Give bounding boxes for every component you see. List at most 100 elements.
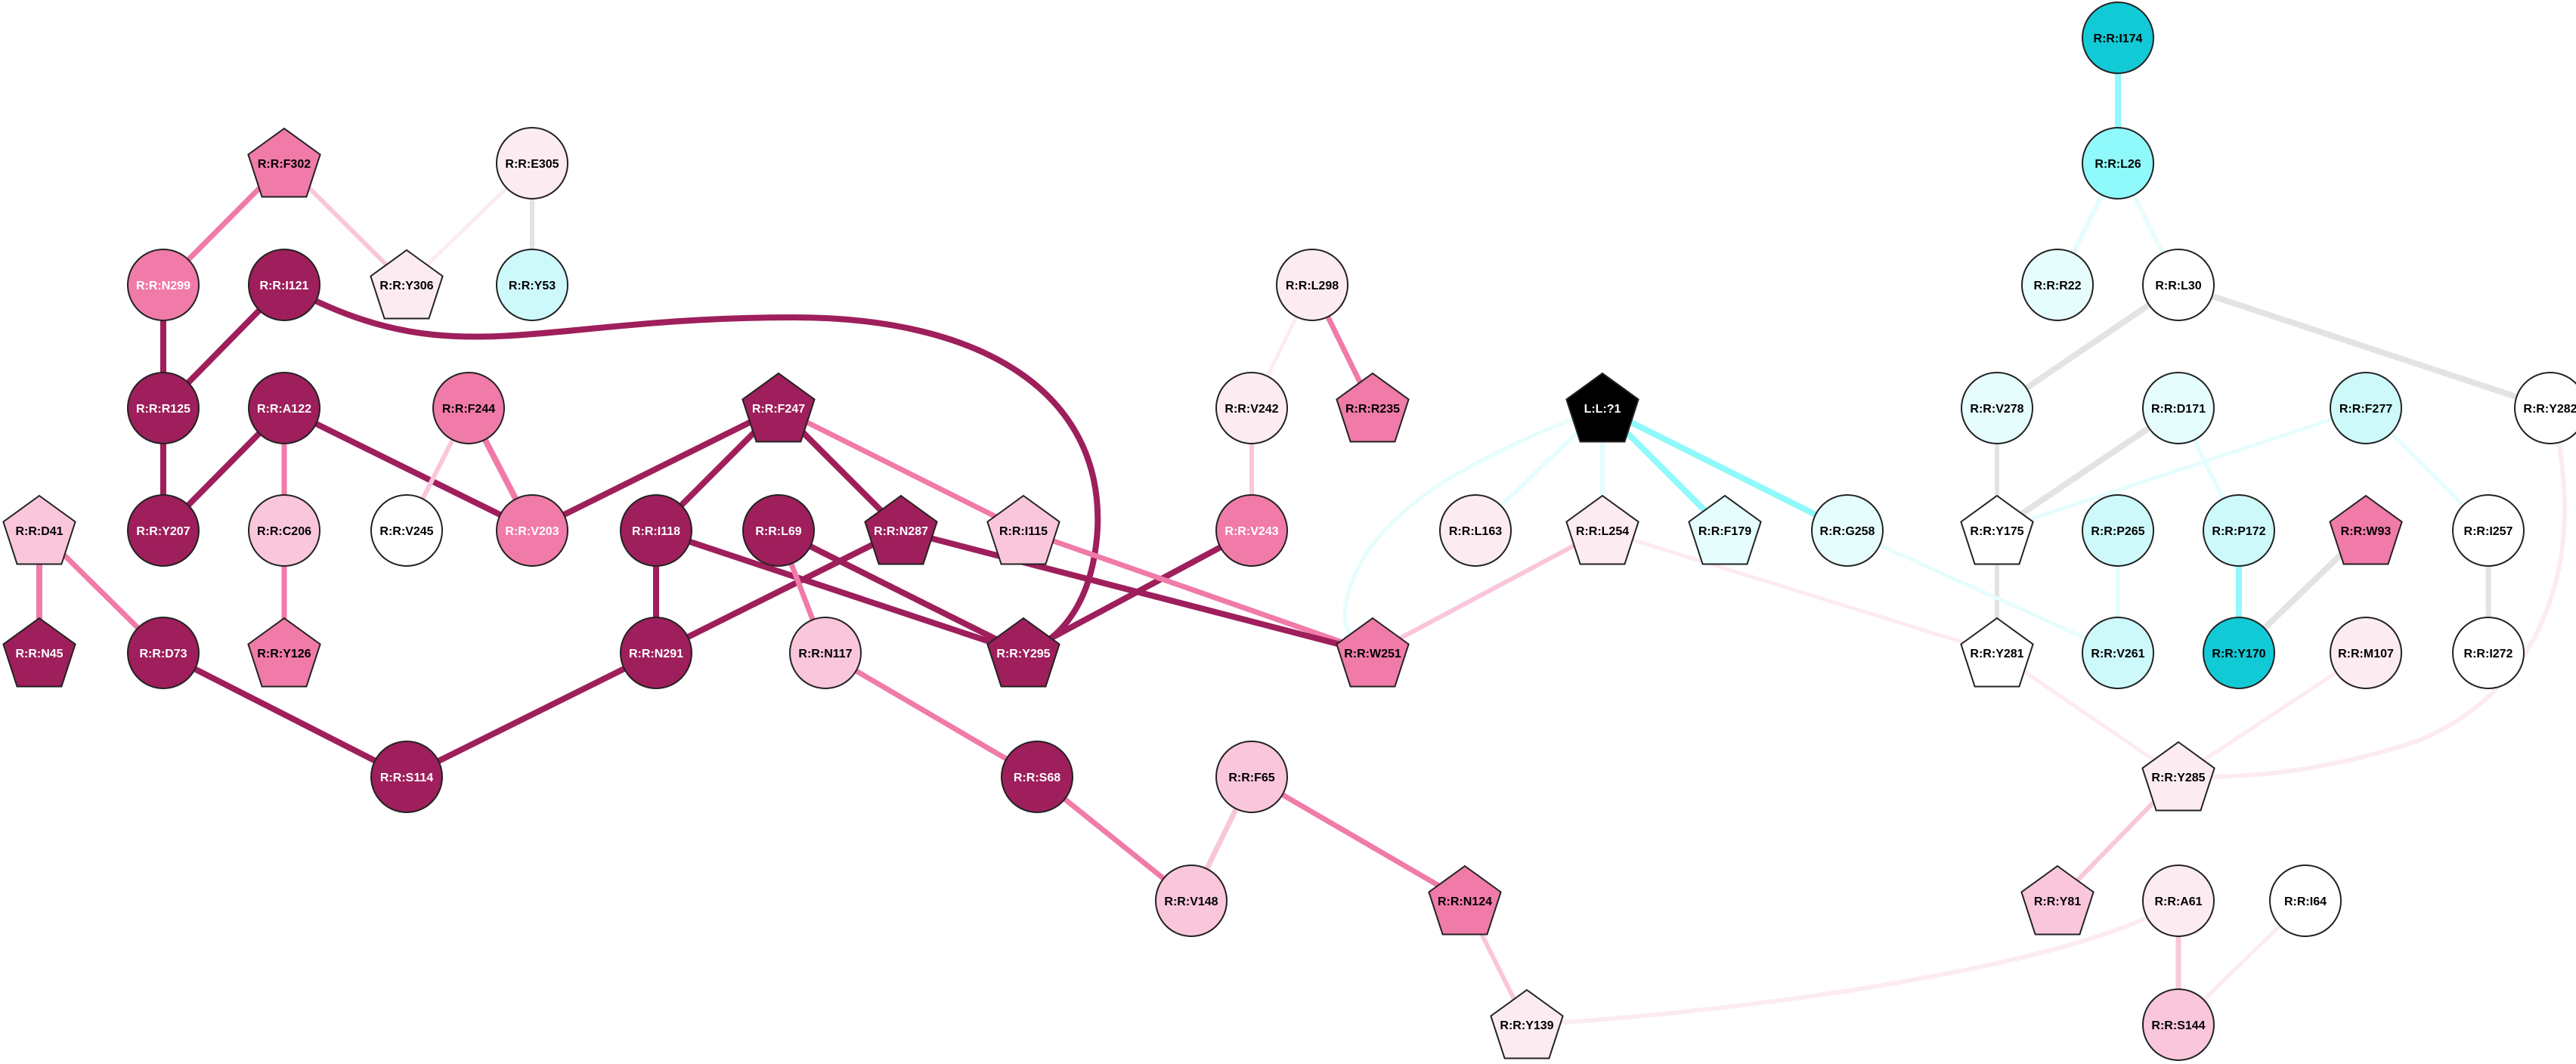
residue-node-I118[interactable]: R:R:I118 [620,494,692,567]
residue-node-E305[interactable]: R:R:E305 [496,127,568,200]
node-label: R:R:N299 [136,280,190,292]
residue-node-V242[interactable]: R:R:V242 [1215,372,1288,444]
node-pentagon [986,617,1060,688]
residue-node-N124[interactable]: R:R:N124 [1428,865,1502,936]
residue-node-V243[interactable]: R:R:V243 [1215,494,1288,567]
residue-node-V203[interactable]: R:R:V203 [496,494,568,567]
node-circle [2142,988,2215,1061]
residue-node-S144[interactable]: R:R:S144 [2142,988,2215,1061]
residue-node-G258[interactable]: R:R:G258 [1811,494,1884,567]
node-pentagon [247,617,321,688]
node-label: R:R:N45 [15,648,63,660]
residue-node-Y207[interactable]: R:R:Y207 [127,494,200,567]
residue-node-M107[interactable]: R:R:M107 [2330,617,2402,689]
edge-D171-Y175 [1994,405,2181,534]
residue-node-I174[interactable]: R:R:I174 [2082,2,2154,74]
residue-node-Y81[interactable]: R:R:Y81 [2020,865,2095,936]
node-circle [496,494,568,567]
residue-node-L298[interactable]: R:R:L298 [1276,249,1348,321]
residue-node-D73[interactable]: R:R:D73 [127,617,200,689]
residue-node-Y295[interactable]: R:R:Y295 [986,617,1060,688]
node-circle [2082,494,2154,567]
node-circle [789,617,862,689]
residue-node-F247[interactable]: R:R:F247 [742,372,816,443]
node-circle [1215,372,1288,444]
node-pentagon [864,494,938,565]
residue-node-V245[interactable]: R:R:V245 [370,494,443,567]
edge-Y281-Y285 [1995,651,2181,779]
residue-node-L1[interactable]: L:L:?1 [1565,372,1639,443]
residue-node-Y139[interactable]: R:R:Y139 [1490,988,1564,1059]
residue-node-F277[interactable]: R:R:F277 [2330,372,2402,444]
residue-node-V278[interactable]: R:R:V278 [1961,372,2033,444]
residue-node-F302[interactable]: R:R:F302 [247,127,321,198]
edge-F277-Y175 [1995,406,2368,533]
residue-node-I272[interactable]: R:R:I272 [2452,617,2525,689]
residue-node-S114[interactable]: R:R:S114 [370,741,443,813]
node-circle [1961,372,2033,444]
residue-node-A122[interactable]: R:R:A122 [248,372,320,444]
residue-node-L30[interactable]: R:R:L30 [2142,249,2215,321]
node-label: R:R:R235 [1345,403,1400,416]
node-label: R:R:W251 [1344,648,1401,660]
residue-node-Y282[interactable]: R:R:Y282 [2514,372,2576,444]
residue-node-N117[interactable]: R:R:N117 [789,617,862,689]
residue-node-I257[interactable]: R:R:I257 [2452,494,2525,567]
node-circle [2203,617,2275,689]
node-label: R:R:N287 [874,525,928,538]
node-label: R:R:I121 [260,280,309,292]
residue-node-Y281[interactable]: R:R:Y281 [1960,617,2034,688]
residue-node-Y175[interactable]: R:R:Y175 [1960,494,2034,565]
node-circle [2452,617,2525,689]
residue-node-L163[interactable]: R:R:L163 [1439,494,1512,567]
residue-node-Y170[interactable]: R:R:Y170 [2203,617,2275,689]
residue-node-C206[interactable]: R:R:C206 [248,494,320,567]
node-label: R:R:S114 [380,772,433,784]
node-label: R:R:L26 [2095,158,2141,171]
edge-L254-W251 [1370,528,1605,655]
residue-node-D41[interactable]: R:R:D41 [2,494,76,565]
residue-node-A61[interactable]: R:R:A61 [2142,865,2215,937]
residue-node-L26[interactable]: R:R:L26 [2082,127,2154,200]
residue-node-N299[interactable]: R:R:N299 [127,249,200,321]
residue-node-S68[interactable]: R:R:S68 [1001,741,1073,813]
residue-node-Y126[interactable]: R:R:Y126 [247,617,321,688]
residue-node-Y306[interactable]: R:R:Y306 [370,249,444,320]
residue-node-I64[interactable]: R:R:I64 [2269,865,2342,937]
node-circle [620,617,692,689]
residue-node-N287[interactable]: R:R:N287 [864,494,938,565]
residue-node-F244[interactable]: R:R:F244 [432,372,505,444]
node-label: R:R:Y81 [2034,895,2081,908]
residue-node-W93[interactable]: R:R:W93 [2329,494,2403,565]
residue-node-F65[interactable]: R:R:F65 [1215,741,1288,813]
node-circle [432,372,505,444]
residue-node-N45[interactable]: R:R:N45 [2,617,76,688]
residue-node-R22[interactable]: R:R:R22 [2021,249,2094,321]
residue-node-N291[interactable]: R:R:N291 [620,617,692,689]
residue-node-W251[interactable]: R:R:W251 [1336,617,1410,688]
residue-node-F179[interactable]: R:R:F179 [1688,494,1762,565]
residue-node-L254[interactable]: R:R:L254 [1565,494,1639,565]
node-circle [1811,494,1884,567]
residue-node-R235[interactable]: R:R:R235 [1336,372,1410,443]
node-pentagon [1490,988,1564,1059]
node-label: R:R:L69 [755,525,801,538]
node-circle [2021,249,2094,321]
residue-node-P265[interactable]: R:R:P265 [2082,494,2154,567]
residue-node-Y53[interactable]: R:R:Y53 [496,249,568,321]
residue-node-P172[interactable]: R:R:P172 [2203,494,2275,567]
node-label: R:R:V243 [1225,525,1278,538]
residue-node-R125[interactable]: R:R:R125 [127,372,200,444]
residue-node-I121[interactable]: R:R:I121 [248,249,320,321]
residue-node-I115[interactable]: R:R:I115 [986,494,1060,565]
node-label: R:R:A61 [2154,895,2202,908]
residue-node-Y285[interactable]: R:R:Y285 [2141,741,2215,812]
node-label: R:R:F65 [1228,772,1274,784]
residue-node-V261[interactable]: R:R:V261 [2082,617,2154,689]
node-label: R:R:D171 [2151,403,2206,416]
residue-node-L69[interactable]: R:R:L69 [742,494,815,567]
residue-node-D171[interactable]: R:R:D171 [2142,372,2215,444]
node-circle [1215,741,1288,813]
residue-node-V148[interactable]: R:R:V148 [1155,865,1228,937]
node-label: R:R:F179 [1698,525,1751,538]
